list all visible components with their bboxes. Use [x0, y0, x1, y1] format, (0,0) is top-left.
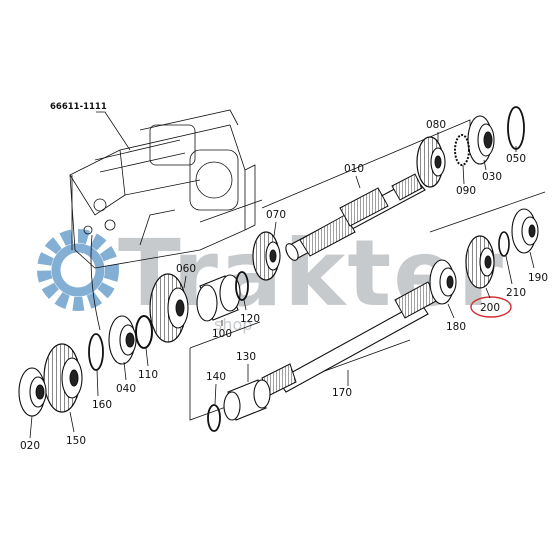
label-010: 010: [344, 163, 364, 175]
housing-leader: [96, 111, 131, 151]
part-010-shaft: [285, 173, 426, 261]
housing-curve-leader: [90, 234, 101, 331]
label-190: 190: [528, 272, 548, 284]
label-170: 170: [332, 387, 352, 399]
housing-code: 66611-1111: [50, 102, 107, 112]
part-050-snap-ring: [507, 106, 525, 150]
part-150-gear: [43, 343, 83, 413]
leader-lines: [29, 132, 535, 439]
part-100-bearing: [196, 274, 241, 322]
part-190-bearing: [511, 208, 539, 254]
label-140: 140: [206, 371, 226, 383]
label-090: 090: [456, 185, 476, 197]
part-210-snap-ring: [498, 231, 510, 257]
label-160: 160: [92, 399, 112, 411]
label-180: 180: [446, 321, 466, 333]
part-030-bearing: [467, 115, 495, 165]
label-020: 020: [20, 440, 40, 452]
part-020-bearing: [18, 367, 47, 417]
watermark-subtext: shop: [214, 315, 252, 334]
label-030: 030: [482, 171, 502, 183]
label-150: 150: [66, 435, 86, 447]
label-050: 050: [506, 153, 526, 165]
part-110-washer: [135, 315, 153, 349]
label-130: 130: [236, 351, 256, 363]
part-140-snap-ring: [207, 404, 221, 432]
part-160-snap-ring: [88, 333, 104, 371]
part-130-collar: [223, 379, 271, 421]
label-070: 070: [266, 209, 286, 221]
part-090-washer: [454, 134, 470, 166]
highlighted-part-200: 200: [470, 296, 512, 318]
part-200-gear: [465, 235, 495, 289]
part-170-shaft: [261, 281, 439, 397]
part-080-gear: [416, 136, 446, 188]
part-070-gear: [252, 231, 281, 281]
label-060: 060: [176, 263, 196, 275]
transmission-housing: [69, 109, 256, 269]
label-110: 110: [138, 369, 158, 381]
label-210: 210: [506, 287, 526, 299]
part-040-bearing: [108, 315, 137, 365]
part-180-bearing: [429, 259, 457, 305]
label-080: 080: [426, 119, 446, 131]
part-120-snap-ring: [235, 271, 249, 301]
label-120: 120: [240, 313, 260, 325]
part-060-gear: [149, 273, 189, 343]
label-200: 200: [480, 302, 500, 314]
watermark-gear-icon: [37, 229, 119, 311]
label-040: 040: [116, 383, 136, 395]
label-100: 100: [212, 328, 232, 340]
